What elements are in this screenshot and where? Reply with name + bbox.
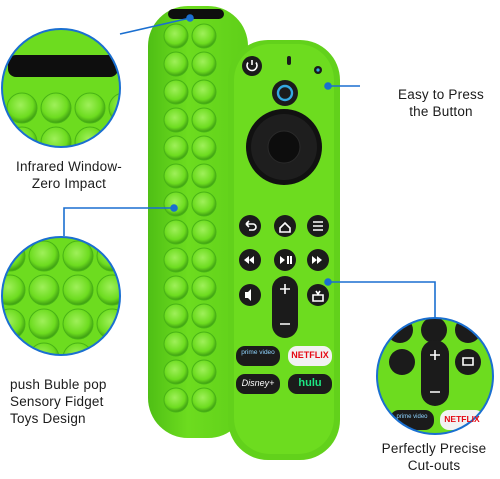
zoom-prime-label: prime video <box>396 414 428 420</box>
bubble <box>191 135 217 161</box>
bubble <box>191 51 217 77</box>
netflix-button <box>288 346 332 366</box>
bubble <box>28 274 60 306</box>
label-fidget: push Buble pop Sensory Fidget Toys Desig… <box>10 376 136 427</box>
bubble <box>62 240 94 272</box>
bubble <box>191 331 217 357</box>
bubble <box>2 240 26 272</box>
power-icon <box>242 56 262 76</box>
bubble <box>163 331 189 357</box>
label-fidget-line2: Sensory Fidget <box>10 394 104 409</box>
hulu-label: hulu <box>298 377 322 389</box>
prime-video-label: prime video <box>241 349 275 356</box>
label-fidget-line3: Toys Design <box>10 411 86 426</box>
bubble <box>163 51 189 77</box>
bubble <box>191 191 217 217</box>
label-easy-press-line2: the Button <box>409 104 473 119</box>
bubble <box>163 359 189 385</box>
back-case <box>148 6 248 438</box>
bubble <box>191 275 217 301</box>
bubble <box>6 92 38 124</box>
infrared-window <box>168 9 224 19</box>
alexa-icon <box>272 80 298 106</box>
bubble <box>163 219 189 245</box>
bubble <box>96 274 120 306</box>
zoom-infrared <box>2 29 120 147</box>
callout-lines <box>63 14 436 318</box>
bubble <box>163 191 189 217</box>
bubble <box>191 219 217 245</box>
volume-rocker <box>272 276 298 338</box>
bubble <box>191 79 217 105</box>
bubble <box>163 79 189 105</box>
bubble <box>163 135 189 161</box>
bubble <box>163 107 189 133</box>
prime-video-button <box>236 346 280 366</box>
home-icon <box>274 215 296 237</box>
bubble <box>191 23 217 49</box>
bubble <box>163 387 189 413</box>
bubble <box>108 126 120 147</box>
label-easy-press: Easy to Press the Button <box>386 86 496 120</box>
bubble <box>163 275 189 301</box>
label-precise-line1: Perfectly Precise <box>381 441 487 456</box>
bubble <box>191 107 217 133</box>
label-precise-line2: Cut-outs <box>407 458 461 473</box>
bubble <box>74 92 106 124</box>
bubble <box>191 163 217 189</box>
bubble <box>191 359 217 385</box>
bubble <box>191 247 217 273</box>
back-icon <box>239 215 261 237</box>
bubble <box>28 308 60 340</box>
front-case <box>228 40 340 460</box>
label-fidget-line1: push Buble pop <box>10 377 107 392</box>
bubble <box>96 342 120 355</box>
bubble <box>163 23 189 49</box>
bubble <box>108 92 120 124</box>
bubble <box>40 126 72 147</box>
disney-label: Disney+ <box>241 378 275 388</box>
bubble <box>163 303 189 329</box>
bubble <box>40 92 72 124</box>
bubble <box>62 274 94 306</box>
disney-button <box>236 374 280 394</box>
bubble <box>191 303 217 329</box>
label-infrared-line2: Zero Impact <box>31 176 107 191</box>
bubble <box>62 308 94 340</box>
label-easy-press-line1: Easy to Press <box>398 87 484 102</box>
label-infrared: Infrared Window- Zero Impact <box>6 158 132 192</box>
bubble <box>163 247 189 273</box>
bubble <box>191 387 217 413</box>
netflix-label: NETFLIX <box>291 350 329 360</box>
bubble <box>2 342 26 355</box>
label-precise: Perfectly Precise Cut-outs <box>372 440 496 474</box>
bubble <box>163 163 189 189</box>
hulu-button <box>288 374 332 394</box>
label-infrared-line1: Infrared Window- <box>16 159 122 174</box>
zoom-bubbles <box>2 237 120 355</box>
zoom-netflix-label: NETFLIX <box>444 414 480 424</box>
bubble <box>28 240 60 272</box>
